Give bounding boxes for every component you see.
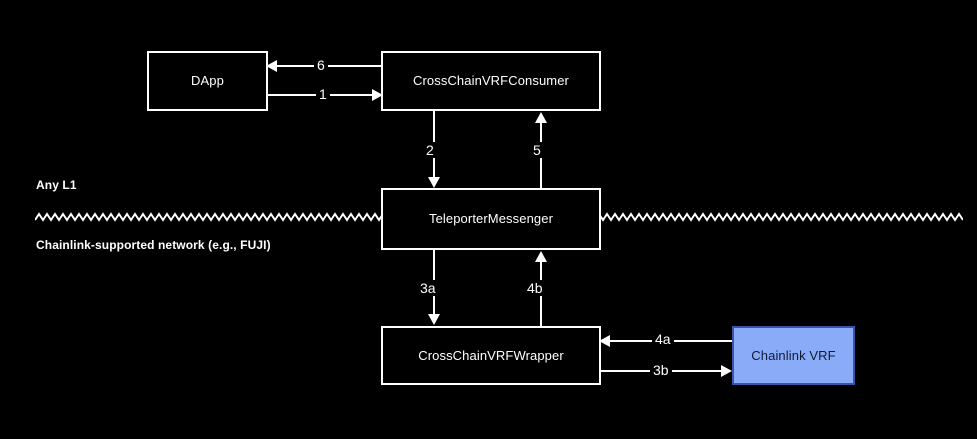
edge-label-6: 6 <box>314 57 328 73</box>
edge-line-6 <box>275 65 382 67</box>
arrowhead-down-3a <box>428 314 440 325</box>
arrowhead-down-2 <box>428 177 440 188</box>
edge-label-4b: 4b <box>524 280 546 296</box>
node-crosschainvrfconsumer[interactable]: CrossChainVRFConsumer <box>381 51 601 111</box>
zone-label-chainlink-network: Chainlink-supported network (e.g., FUJI) <box>36 238 271 252</box>
arrowhead-up-4b <box>535 251 547 262</box>
edge-label-1: 1 <box>316 86 330 102</box>
edge-label-5: 5 <box>530 142 544 158</box>
node-dapp[interactable]: DApp <box>147 51 268 111</box>
arrowhead-left-6 <box>266 60 277 72</box>
node-teleportermessenger[interactable]: TeleporterMessenger <box>381 188 601 250</box>
arrowhead-up-5 <box>535 112 547 123</box>
node-teleportermessenger-label: TeleporterMessenger <box>428 211 554 227</box>
node-dapp-label: DApp <box>191 73 224 89</box>
arrowhead-left-4a <box>599 335 610 347</box>
edge-label-2: 2 <box>423 142 437 158</box>
edge-label-3a: 3a <box>417 280 439 296</box>
edge-label-3b: 3b <box>650 362 672 378</box>
arrowhead-right-3b <box>721 365 732 377</box>
zone-label-any-l1: Any L1 <box>36 178 77 192</box>
node-chainlink-vrf[interactable]: Chainlink VRF <box>732 326 855 385</box>
arrowhead-right-1 <box>372 89 383 101</box>
node-crosschainvrfwrapper-label: CrossChainVRFWrapper <box>418 347 564 363</box>
node-crosschainvrfwrapper[interactable]: CrossChainVRFWrapper <box>381 326 601 385</box>
edge-label-4a: 4a <box>652 331 674 347</box>
node-crosschainvrfconsumer-label: CrossChainVRFConsumer <box>413 73 569 89</box>
node-chainlink-vrf-label: Chainlink VRF <box>751 347 836 363</box>
